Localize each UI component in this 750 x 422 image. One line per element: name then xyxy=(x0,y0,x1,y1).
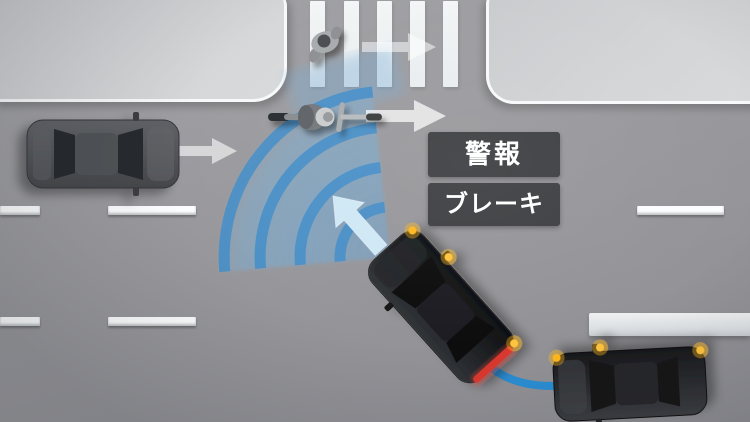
pedestrian xyxy=(308,26,342,63)
radar-spill xyxy=(285,44,405,122)
lane-dash xyxy=(0,206,40,215)
crosswalk-stripe xyxy=(443,1,458,87)
radar-arc xyxy=(254,122,377,269)
lane-dash xyxy=(108,206,196,215)
radar-arc xyxy=(294,162,382,266)
oncoming-car xyxy=(26,112,180,196)
side-mirror xyxy=(595,418,603,422)
brake-callout: ブレーキ xyxy=(428,183,560,226)
side-mirror xyxy=(133,112,139,121)
oncoming-car-motion-arrow xyxy=(177,138,237,164)
sidewalk-top-right xyxy=(486,0,750,104)
lane-dash xyxy=(0,317,40,326)
trailing-car xyxy=(548,339,709,422)
motorcycle-motion-arrow xyxy=(366,100,446,132)
side-mirror xyxy=(384,302,394,312)
turn-signal-lamps xyxy=(404,222,523,352)
sensor-guide-arrow xyxy=(332,195,388,257)
lane-dash xyxy=(637,206,724,215)
brake-lamps xyxy=(470,343,516,386)
motorcycle xyxy=(268,102,382,132)
side-mirror xyxy=(133,187,139,196)
ego-car xyxy=(367,222,523,386)
turn-signal-lamps xyxy=(548,339,709,366)
lane-dash xyxy=(108,317,196,326)
stop-line xyxy=(589,313,750,336)
warning-callout: 警報 xyxy=(428,132,560,177)
sidewalk-top-left xyxy=(0,0,287,102)
pedestrian-motion-arrow xyxy=(362,33,436,61)
radar-arc xyxy=(218,86,374,273)
